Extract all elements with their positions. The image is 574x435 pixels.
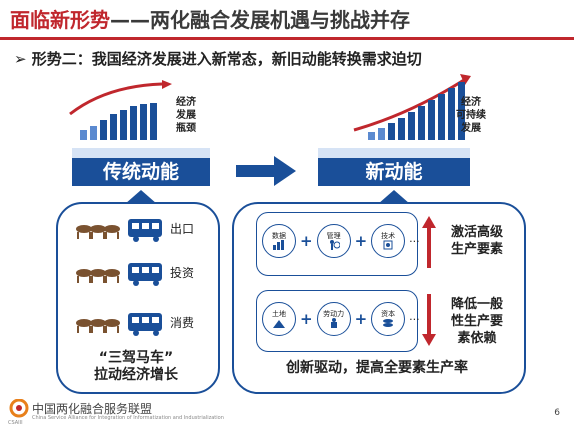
factor-label: 土地 xyxy=(272,310,286,318)
bar xyxy=(398,118,405,140)
right-banner-ribbon xyxy=(318,148,470,158)
side-text-line: 性生产要 xyxy=(450,314,503,329)
section-subtitle: ➢ 形势二：我国经济发展进入新常态，新旧动能转换需求迫切 xyxy=(14,50,422,68)
alliance-logo-icon xyxy=(9,399,29,418)
label-line: 瓶颈 xyxy=(176,123,196,134)
horses-cart-icon xyxy=(76,263,162,286)
horses-cart-icon xyxy=(76,219,162,242)
row-label-investment: 投资 xyxy=(170,266,195,280)
row-label-consumption: 消费 xyxy=(170,316,195,330)
title-main: 面临新形势 xyxy=(10,8,110,32)
footer-org: 中国两化融合服务联盟 xyxy=(32,402,153,416)
bar xyxy=(150,103,157,140)
advanced-factors-row: 数据 + 管理 + 技术 ··· xyxy=(262,224,420,258)
row-label-export: 出口 xyxy=(170,222,195,236)
plus-icon: + xyxy=(300,232,313,250)
person-target-icon xyxy=(329,240,340,250)
bar xyxy=(428,100,435,140)
side-text-line: 生产要素 xyxy=(450,242,503,257)
footer-org-en: China Service Alliance for Integration o… xyxy=(32,415,224,421)
land-factor: 土地 xyxy=(262,302,296,336)
general-factors-row: 土地 + 劳动力 + 资本 ··· xyxy=(262,302,420,336)
bar xyxy=(418,106,425,140)
plus-icon: + xyxy=(354,310,368,328)
side-text-line: 激活高级 xyxy=(450,225,503,240)
technology-factor: 技术 xyxy=(371,224,406,258)
right-caption: 创新驱动，提高全要素生产率 xyxy=(286,360,468,376)
left-caption: “三驾马车” 拉动经济增长 xyxy=(60,350,212,384)
left-banner: 传统动能 xyxy=(72,158,210,186)
horses-cart-icon xyxy=(76,313,162,336)
right-growth-chart xyxy=(350,74,474,140)
plus-icon: + xyxy=(300,310,313,328)
bar xyxy=(458,82,465,140)
logo-text: CSAIII xyxy=(8,420,23,426)
worker-icon xyxy=(330,318,337,328)
ellipsis: ··· xyxy=(409,234,420,248)
transition-arrow-icon xyxy=(236,156,296,186)
page-number: 6 xyxy=(554,408,560,418)
bar xyxy=(100,120,107,140)
bar xyxy=(368,132,375,140)
land-icon xyxy=(273,320,285,328)
label-line: 经济 xyxy=(461,97,481,108)
title-sub: ——两化融合发展机遇与挑战并存 xyxy=(110,8,410,32)
bar xyxy=(80,130,87,140)
bar xyxy=(140,104,147,140)
title-rule xyxy=(0,37,574,40)
up-arrow-icon xyxy=(422,216,436,268)
left-trend-arrow xyxy=(69,80,172,116)
labor-factor: 劳动力 xyxy=(316,302,351,336)
left-bars xyxy=(80,103,157,140)
advanced-factors-text: 激活高级 生产要素 xyxy=(438,224,516,258)
left-growth-chart xyxy=(66,80,176,140)
side-text-line: 素依赖 xyxy=(457,331,497,346)
right-chart-label: 经济 可持续 发展 xyxy=(456,96,486,135)
bar xyxy=(448,88,455,140)
side-text-line: 降低一般 xyxy=(450,297,503,312)
page-title: 面临新形势——两化融合发展机遇与挑战并存 xyxy=(10,4,410,33)
label-line: 经济 xyxy=(176,97,196,108)
general-factors-text: 降低一般 性生产要 素依赖 xyxy=(438,296,516,347)
factor-label: 技术 xyxy=(381,232,396,240)
label-line: 可持续 xyxy=(456,110,486,121)
right-banner: 新动能 xyxy=(318,158,470,186)
caption-line: 拉动经济增长 xyxy=(94,367,178,383)
left-chart-label: 经济 发展 瓶颈 xyxy=(176,96,196,135)
bar xyxy=(90,126,97,140)
circuit-icon xyxy=(383,240,393,250)
coins-icon xyxy=(383,319,394,327)
management-factor: 管理 xyxy=(316,224,351,258)
bar-chart-icon xyxy=(273,240,284,250)
bar xyxy=(120,110,127,140)
left-up-arrow-icon xyxy=(125,190,157,204)
label-line: 发展 xyxy=(176,110,196,121)
caption-line: “三驾马车” xyxy=(98,350,174,366)
bar xyxy=(408,112,415,140)
ellipsis: ··· xyxy=(409,312,420,326)
capital-factor: 资本 xyxy=(371,302,406,336)
left-banner-ribbon xyxy=(72,148,210,158)
bar xyxy=(378,128,385,140)
factor-label: 数据 xyxy=(272,232,286,240)
down-arrow-icon xyxy=(422,294,436,346)
label-line: 发展 xyxy=(461,123,481,134)
plus-icon: + xyxy=(354,232,368,250)
data-factor: 数据 xyxy=(262,224,296,258)
right-up-arrow-icon xyxy=(378,190,410,204)
right-trend-arrow xyxy=(353,74,471,132)
factor-label: 管理 xyxy=(326,232,341,240)
bar xyxy=(438,94,445,140)
bar xyxy=(388,123,395,140)
bar xyxy=(130,106,137,140)
factor-label: 资本 xyxy=(381,310,396,318)
bar xyxy=(110,114,117,140)
factor-label: 劳动力 xyxy=(323,310,345,318)
right-bars xyxy=(368,82,465,140)
left-panel xyxy=(56,202,220,394)
